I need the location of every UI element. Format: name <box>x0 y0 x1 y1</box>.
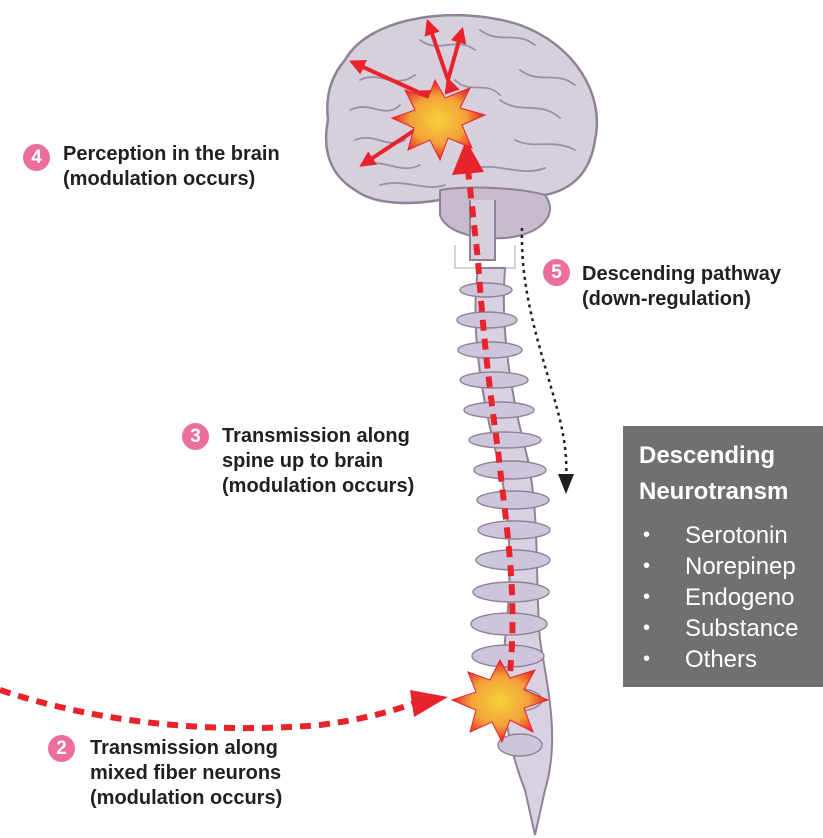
neurotransmitter-title-line-2: Neurotransm <box>639 474 788 510</box>
peripheral-arrowhead <box>410 690 448 717</box>
list-item: Serotonin <box>623 520 798 551</box>
list-item: Endogeno <box>623 582 798 613</box>
step-3-line-2: spine up to brain <box>222 449 414 474</box>
step-4-line-2: (modulation occurs) <box>63 167 280 192</box>
list-item: Substance <box>623 613 798 644</box>
step-4-line-1: Perception in the brain <box>63 142 280 167</box>
step-5-badge: 5 <box>543 259 570 286</box>
step-2-line-2: mixed fiber neurons <box>90 761 282 786</box>
step-5-line-1: Descending pathway <box>582 262 781 287</box>
neurotransmitter-box: Descending Neurotransm Serotonin Norepin… <box>623 426 823 687</box>
descending-arrowhead <box>558 474 574 494</box>
step-2-line-1: Transmission along <box>90 736 282 761</box>
neurotransmitter-title: Descending Neurotransm <box>639 438 788 510</box>
list-item: Others <box>623 644 798 675</box>
neurotransmitter-list: Serotonin Norepinep Endogeno Substance O… <box>623 520 798 675</box>
step-5-label: Descending pathway (down-regulation) <box>582 262 781 312</box>
step-2-line-3: (modulation occurs) <box>90 786 282 811</box>
step-2-label: Transmission along mixed fiber neurons (… <box>90 736 282 811</box>
list-item: Norepinep <box>623 551 798 582</box>
step-3-badge: 3 <box>182 423 209 450</box>
step-4-label: Perception in the brain (modulation occu… <box>63 142 280 192</box>
step-4-badge: 4 <box>23 144 50 171</box>
spinal-column-illustration <box>457 268 552 835</box>
step-3-label: Transmission along spine up to brain (mo… <box>222 424 414 499</box>
step-5-line-2: (down-regulation) <box>582 287 781 312</box>
peripheral-pathway-line <box>0 690 415 728</box>
step-2-badge: 2 <box>48 735 75 762</box>
neurotransmitter-title-line-1: Descending <box>639 438 788 474</box>
step-3-line-3: (modulation occurs) <box>222 474 414 499</box>
step-3-line-1: Transmission along <box>222 424 414 449</box>
